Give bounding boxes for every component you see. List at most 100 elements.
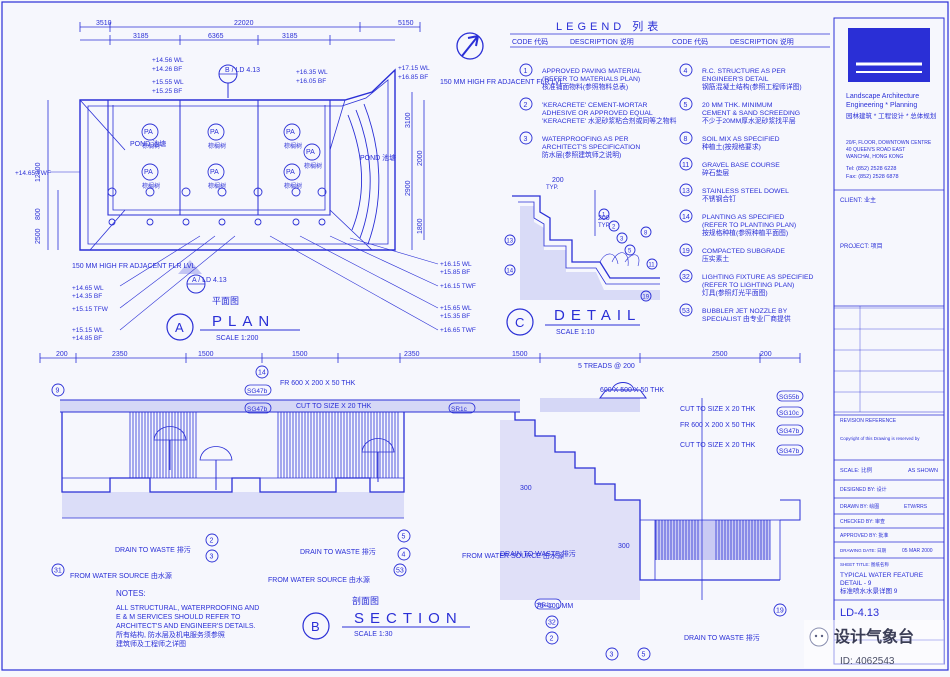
legend-code: 8: [684, 136, 688, 143]
legend-code: 53: [682, 308, 690, 315]
plan-dim-left: 12800: [35, 162, 42, 182]
material-tag: [776, 444, 804, 456]
palm-tag: PA: [306, 149, 315, 156]
sheet-title-label: SHEET TITLE: 图纸名称: [840, 561, 889, 568]
firm-address: WANCHAI, HONG KONG: [846, 154, 903, 160]
section-cut-marker-top: B / LD 4.13: [218, 64, 260, 98]
section-code-circle: [397, 547, 411, 561]
section-code-circle: [255, 365, 269, 379]
drawn-by: DRAWN BY: 绘图: [840, 503, 879, 510]
legend-header-code-right: CODE 代码: [672, 37, 708, 46]
section-title-cn: 剖面图: [352, 595, 379, 606]
plan-dim-top: 22020: [234, 20, 254, 27]
detail-dim-typ-1: TYP.: [546, 185, 559, 191]
water-source-label-1: FROM WATER SOURCE 由水源: [70, 571, 172, 580]
drain-label-4: DRAIN TO WASTE 排污: [684, 633, 760, 642]
revision-reference: REVISION REFERENCE: [840, 418, 897, 424]
section-code: 2: [210, 538, 214, 545]
legend-line: 'KERACRETE' 水泥砂浆粘合剂或同等之物料: [542, 116, 677, 125]
jet-icon: [181, 187, 191, 197]
detail-letter: C: [515, 315, 524, 330]
palm-name: 棕榈树: [142, 142, 160, 150]
section-code-circle: [393, 563, 407, 577]
material-tag: [776, 424, 804, 436]
section-notes: NOTES:ALL STRUCTURAL, WATERPROOFING ANDE…: [116, 589, 259, 648]
pond-left-label: POND 池塘: [130, 139, 166, 148]
scale-label: SCALE: 比例: [840, 466, 873, 474]
section-code: 32: [548, 620, 556, 627]
legend-line: 灯具(参照灯光平面图): [702, 288, 768, 297]
section-depth-dim: 75~100 MM: [536, 603, 573, 610]
legend-title: LEGEND 列表: [556, 19, 662, 33]
plan-note-left: 150 MM HIGH FR ADJACENT FLR LVL: [72, 263, 196, 270]
detail-code-circle: [646, 258, 658, 270]
drain-label-2: DRAIN TO WASTE 排污: [300, 547, 376, 556]
tree-icon: [361, 438, 395, 453]
level-bottom-right: +15.35 BF: [440, 313, 470, 320]
legend-line: 'KERACRETE' CEMENT-MORTAR: [542, 102, 648, 109]
legend-line: 压实素土: [702, 254, 729, 263]
company-logo: [848, 28, 930, 82]
drain-label-1: DRAIN TO WASTE 排污: [115, 545, 191, 554]
level-right: +16.85 BF: [398, 74, 428, 81]
detail-code: 5: [628, 249, 632, 255]
section-code: 4: [402, 552, 406, 559]
legend-line: SPECIALIST 由专业厂商提供: [702, 314, 791, 323]
firm-address: 40 QUEEN'S ROAD EAST: [846, 147, 905, 153]
section-code-circle: [605, 647, 619, 661]
watermark-id: ID: 4062543: [840, 656, 895, 667]
leader: [119, 235, 216, 309]
section-code-circle: [545, 615, 559, 629]
palm-tag: PA: [210, 129, 219, 136]
material-tag-text: SG47b: [779, 448, 800, 455]
palm-tag: PA: [144, 129, 153, 136]
level-left: +14.56 WL: [152, 57, 184, 64]
legend-code: 2: [524, 102, 528, 109]
palm-tag: PA: [210, 169, 219, 176]
drain-label-3: DRAIN TO WASTE 排污: [500, 549, 576, 558]
jet-icon: [107, 187, 117, 197]
palm-tree-icon: [283, 123, 301, 141]
section-code-circle: [637, 647, 651, 661]
detail-code: 11: [648, 263, 655, 269]
pond-right-label: POND 池塘: [360, 153, 396, 162]
plan-dim-right: 2000: [417, 150, 424, 166]
material-tag: [448, 402, 476, 414]
plan-dim-right: 1800: [417, 218, 424, 234]
jet-icon: [218, 218, 226, 226]
water-source-label-3: FROM WATER SOURCE 由水源: [462, 551, 564, 560]
palm-tag: PA: [286, 129, 295, 136]
notes-line: ARCHITECT'S AND ENGINEER'S DETAILS.: [116, 623, 256, 630]
level-left: +14.26 BF: [152, 66, 182, 73]
section-callout-6: CUT TO SIZE X 20 THK: [680, 442, 756, 449]
detail-code-circle: [640, 226, 652, 238]
palm-tree-icon: [207, 123, 225, 141]
detail-code-circle: [598, 208, 610, 220]
level-bottom-left: +15.15 WL: [72, 327, 104, 334]
legend-code-circle: [679, 209, 693, 223]
leader: [269, 235, 439, 331]
legend-line: 不少于20MM厚水泥砂浆找平层: [702, 116, 796, 125]
detail-code-circle: [624, 244, 636, 256]
legend-code-circle: [679, 63, 693, 77]
palm-tag: PA: [286, 169, 295, 176]
sheet-title-line: DETAIL - 9: [840, 580, 872, 587]
section-code: 53: [396, 568, 404, 575]
jet-icon: [292, 218, 300, 226]
material-tag: [534, 598, 562, 610]
section-code-circle: [205, 549, 219, 563]
level-bottom-left: +14.35 BF: [72, 293, 102, 300]
drawing-number: LD-4.13: [840, 607, 879, 619]
section-cut-marker-bottom: A / LD 4.13: [178, 260, 227, 294]
material-tag-text: SG55b: [779, 394, 800, 401]
section-dim: 200: [760, 351, 772, 358]
material-tag-text: SG10c: [779, 410, 800, 417]
level-left: +15.55 WL: [152, 79, 184, 86]
detail-scale: SCALE 1:10: [556, 329, 595, 336]
legend-line: GRAVEL BASE COURSE: [702, 162, 780, 169]
plan-title-cn: 平面图: [212, 296, 239, 306]
